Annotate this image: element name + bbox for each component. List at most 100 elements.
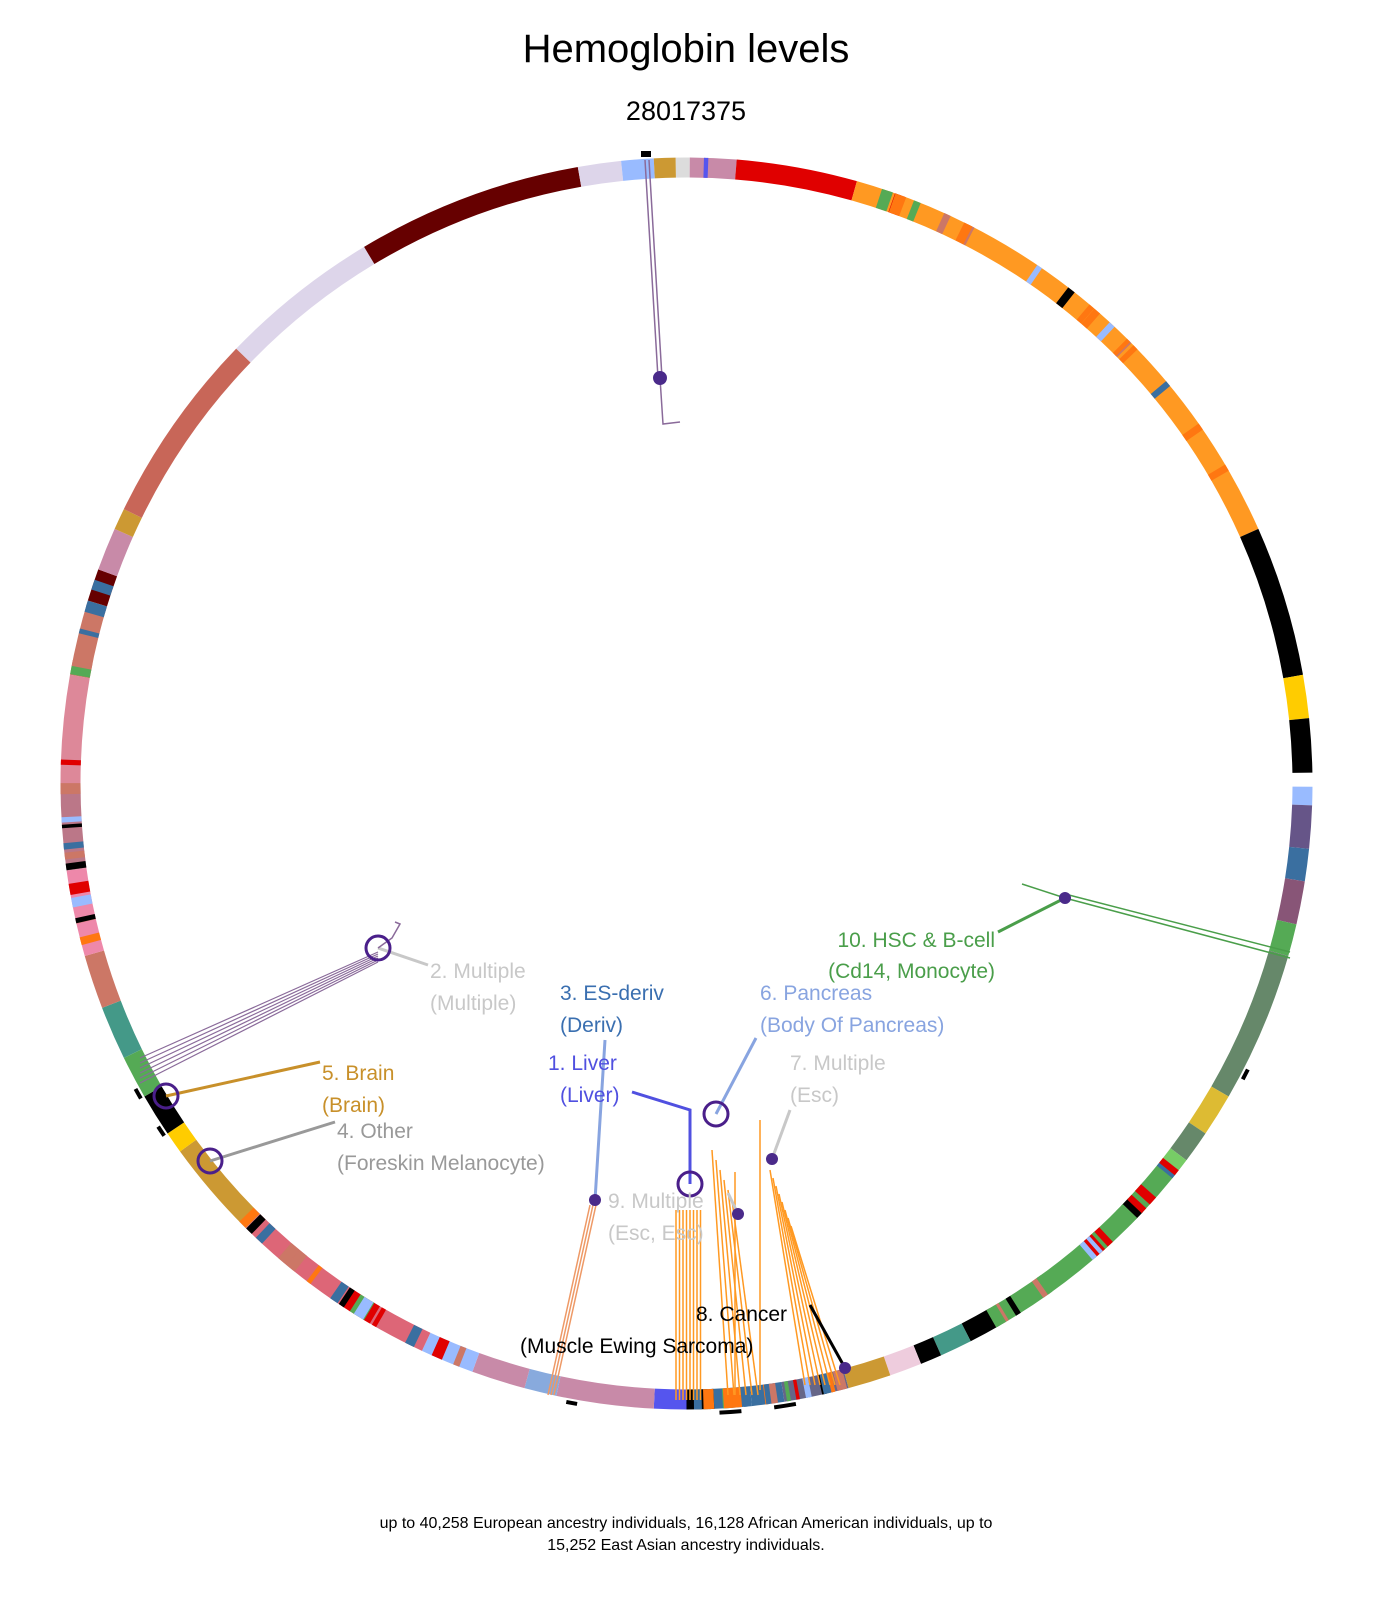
ring-segment	[1276, 878, 1305, 925]
locus-pointer	[641, 151, 681, 425]
ring-stripe	[306, 1265, 323, 1284]
link-line	[784, 1209, 831, 1386]
ring-stripe	[63, 841, 84, 850]
link-line	[550, 1204, 594, 1396]
ring-stripe	[71, 894, 93, 908]
ring-stripe	[1150, 381, 1171, 399]
locus-label: 28017375	[626, 96, 746, 126]
annotation-sublabel: (Cd14, Monocyte)	[828, 960, 995, 983]
ring-segment	[123, 1049, 162, 1097]
link-line	[139, 951, 379, 1059]
ring-stripe	[1036, 1275, 1053, 1295]
annotation-label: 8. Cancer	[696, 1303, 787, 1326]
annotation-sublabel: (Deriv)	[560, 1014, 623, 1037]
ring-segment	[472, 1352, 530, 1389]
ring-segment	[1240, 528, 1303, 679]
link-line	[139, 961, 379, 1084]
ring-segment	[577, 160, 624, 187]
annotation-sublabel: (Brain)	[322, 1094, 385, 1117]
ring-tick	[156, 1125, 166, 1137]
annotation-1: 1. Liver (Liver)	[548, 1052, 620, 1107]
ring-stripe	[75, 913, 96, 924]
link-line	[715, 1159, 735, 1396]
ring-stripe	[278, 1242, 300, 1266]
ring-segment	[675, 157, 690, 178]
annotation-label: 10. HSC & B-cell	[837, 929, 995, 952]
ring-stripe	[783, 1380, 791, 1402]
ring-segment	[1269, 919, 1297, 957]
ring-segment	[689, 157, 737, 180]
ring-stripe	[826, 1372, 836, 1393]
link-line	[139, 955, 379, 1069]
annotation-connectors	[152, 883, 1291, 1374]
ring-segment	[843, 1356, 891, 1389]
annotation-9: 9. Multiple (Esc, Esc)	[608, 1190, 704, 1245]
annotation-label: 9. Multiple	[608, 1190, 704, 1213]
ring-segment	[60, 674, 90, 784]
link-line	[731, 1199, 759, 1396]
ring-segment	[102, 1000, 142, 1058]
ring-stripe	[1159, 1157, 1179, 1176]
ring-stripe	[405, 1324, 423, 1348]
ring-segment	[1289, 804, 1313, 849]
annotation-8: 8. Cancer (Muscle Ewing Sarcoma)	[520, 1303, 787, 1358]
ring-segment	[851, 181, 1229, 481]
annotation-sublabel: (Esc, Esc)	[608, 1222, 704, 1245]
ring-stripe	[255, 1223, 276, 1244]
ring-stripe	[84, 600, 107, 618]
ring-tick	[719, 1409, 742, 1415]
ring-segment	[1289, 718, 1313, 773]
annotation-label: 2. Multiple	[430, 960, 526, 983]
ring-stripe	[1121, 1198, 1143, 1220]
ring-segment	[1285, 846, 1310, 882]
ring-segment	[932, 1323, 971, 1356]
link-line	[781, 1201, 826, 1386]
ring-segment	[98, 528, 133, 577]
ring-stripe	[353, 1296, 374, 1320]
ring-stripe	[371, 1307, 387, 1328]
ring-stripe	[1005, 1295, 1021, 1316]
ring-segment	[1211, 470, 1259, 538]
ring-stripe	[906, 200, 921, 222]
ring-stripe	[341, 1288, 362, 1312]
ring-stripe	[70, 665, 92, 678]
ring-stripe	[330, 1281, 349, 1304]
ring-stripe	[286, 1249, 308, 1272]
ring-segment	[70, 600, 107, 679]
ring-stripe	[1086, 1236, 1103, 1254]
ring-segment	[364, 167, 582, 265]
chromatin-state-ring	[60, 157, 1313, 1415]
ring-stripe	[78, 628, 100, 639]
footer-line-1: up to 40,258 European ancestry individua…	[380, 1515, 993, 1532]
annotation-2: 2. Multiple (Multiple)	[430, 960, 526, 1015]
annotation-sublabel: (Esc)	[790, 1084, 839, 1107]
ring-stripe	[68, 880, 91, 896]
ring-stripe	[1182, 423, 1203, 441]
ring-segment	[883, 1345, 922, 1376]
ring-stripe	[1091, 1231, 1108, 1250]
ring-stripe	[875, 188, 893, 212]
ring-segment	[653, 1388, 687, 1410]
annotation-7: 7. Multiple (Esc)	[790, 1052, 886, 1107]
annotation-sublabel: (Foreskin Melanocyte)	[337, 1152, 545, 1175]
annotation-label: 3. ES-deriv	[560, 982, 664, 1005]
ring-stripe	[1092, 1227, 1113, 1249]
ring-tick	[565, 1399, 578, 1406]
ring-segment	[1211, 950, 1289, 1097]
ring-stripe	[363, 1302, 380, 1324]
ring-stripe	[1026, 264, 1043, 285]
ring-stripe	[1207, 464, 1229, 481]
ring-stripe	[65, 861, 87, 871]
ring-stripe	[1076, 304, 1095, 324]
ring-stripe	[239, 1207, 260, 1228]
link-line	[719, 1169, 741, 1396]
ring-stripe	[1127, 1194, 1147, 1214]
ring-stripe	[91, 579, 114, 596]
chart-title: Hemoglobin levels	[523, 27, 850, 71]
annotation-3: 3. ES-deriv (Deriv)	[560, 982, 664, 1037]
ring-stripe	[60, 759, 81, 766]
link-line	[711, 1149, 729, 1396]
ring-tick	[773, 1401, 797, 1410]
annotation-5: 5. Brain (Brain)	[322, 1062, 394, 1117]
